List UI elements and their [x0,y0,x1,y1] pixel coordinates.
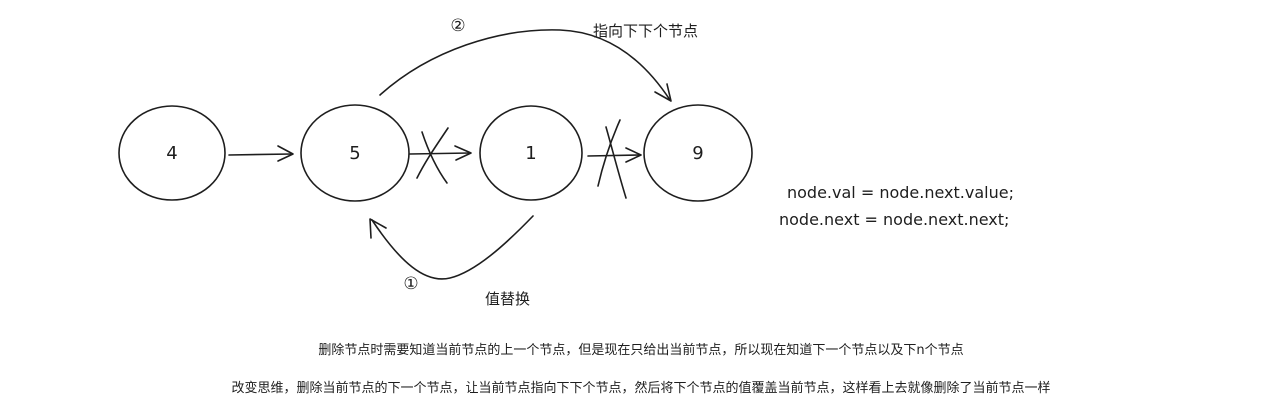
bottom-arrow-label: 值替换 [485,290,530,308]
node-4: 4 [118,105,226,201]
caption-line-2: 改变思维，删除当前节点的下一个节点，让当前节点指向下下个节点，然后将下个节点的值… [231,381,1051,396]
step-marker-1: ① [403,274,418,294]
top-arrow-label: 指向下下个节点 [593,22,698,40]
node-9: 9 [643,104,753,202]
svg-text:5: 5 [349,143,360,164]
cross-mark-5-to-1 [416,127,449,184]
curved-arrow-1-to-5 [369,215,534,280]
arrow-5-to-1-crossed [409,145,472,161]
arrow-4-to-5 [228,145,294,162]
code-line-2: node.next = node.next.next; [779,210,1010,229]
svg-text:1: 1 [525,143,536,164]
node-1: 1 [479,105,583,201]
curved-arrow-5-to-9 [379,29,672,102]
caption-line-1: 删除节点时需要知道当前节点的上一个节点，但是现在只给出当前节点，所以现在知道下一… [318,343,964,358]
node-5: 5 [300,104,410,202]
svg-text:4: 4 [166,143,177,164]
step-marker-2: ② [450,16,465,36]
code-line-1: node.val = node.next.value; [787,183,1014,202]
cross-mark-1-to-9 [597,119,627,199]
svg-text:9: 9 [692,143,703,164]
